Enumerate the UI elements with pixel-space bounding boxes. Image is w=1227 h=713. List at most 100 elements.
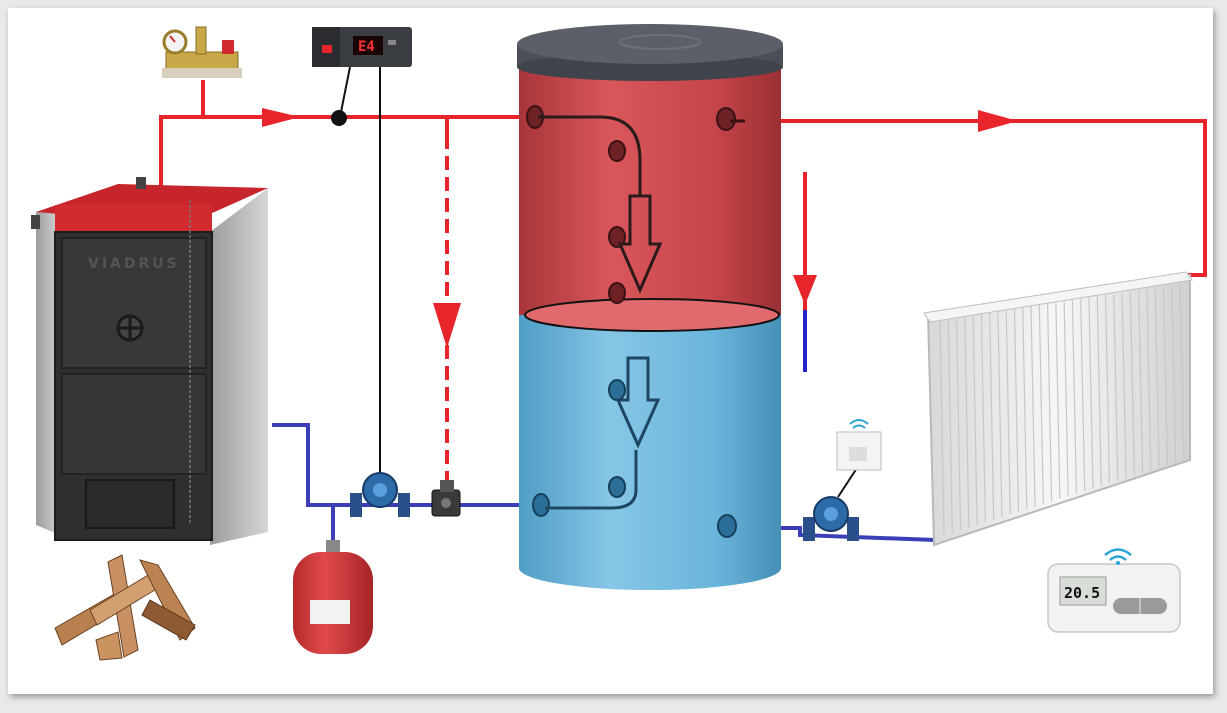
pump-flange-left (803, 517, 815, 541)
receiver-wire (837, 467, 858, 498)
tank-port (608, 226, 626, 248)
buffer-tank (517, 24, 783, 590)
wifi-icon (849, 419, 869, 429)
thermostat-display-value: 20.5 (1064, 584, 1100, 602)
radiator-fin (1080, 298, 1086, 492)
tank-port (608, 140, 626, 162)
controller-wires (339, 66, 381, 478)
safety-group (162, 26, 242, 78)
flow-arrows (262, 108, 1018, 348)
radiator-fin (1005, 310, 1011, 515)
radiator-fin (1038, 305, 1044, 504)
tank-hot-zone (519, 62, 781, 315)
flow-arrow-icon (433, 303, 461, 348)
controller-display-value: E4 (358, 39, 375, 55)
radiator-fin (1129, 291, 1135, 476)
boiler-thermometer (136, 177, 146, 189)
boiler-brand: VIADRUS (88, 256, 180, 272)
pump-flange-left (350, 493, 362, 517)
flow-arrow-icon (262, 108, 300, 127)
radiator-supply-pipe (730, 119, 1207, 277)
radiator-fin (1063, 301, 1069, 497)
radiator-fin (980, 313, 986, 523)
radiator-fin (947, 318, 953, 533)
tank-port (608, 282, 626, 304)
wifi-icon (1104, 548, 1132, 561)
temperature-controller: E4 (312, 27, 412, 67)
boiler-circulation-pump (350, 472, 410, 517)
boiler-lower-door (61, 373, 207, 475)
internal-hot-down-arrow-icon (617, 194, 663, 294)
air-vent-icon (195, 26, 207, 55)
boiler-ash-door (85, 479, 175, 529)
radiator-fin (1113, 293, 1119, 481)
radiator-fin (939, 319, 945, 536)
boiler-supply-pipe (159, 115, 535, 186)
radiator-circulation-pump (803, 496, 859, 541)
boiler-right-side (210, 188, 268, 545)
controller-switch (322, 45, 332, 53)
expansion-tank-label (310, 600, 350, 624)
flow-arrow-icon (978, 110, 1018, 132)
radiator-fin (955, 317, 962, 530)
boiler-damper-spokes (118, 316, 142, 340)
tank-port-cold-out (532, 493, 550, 517)
radiator-fin (1104, 295, 1111, 484)
radiator-fin (1088, 297, 1094, 489)
thermostat-screen (1059, 576, 1107, 606)
supply-pipes (159, 80, 1207, 277)
controller-display (353, 36, 383, 55)
three-way-valve-icon (431, 480, 461, 517)
radiator-fin (1030, 306, 1036, 507)
expansion-tank-connector (326, 540, 340, 552)
solid-fuel-boiler: VIADRUS (31, 177, 268, 545)
radiator-fin (1171, 285, 1177, 463)
flow-arrow-icon (793, 275, 817, 305)
radiator-fin (1046, 303, 1053, 502)
radiator-fin (1154, 287, 1160, 468)
panel-radiator (923, 271, 1193, 547)
tank-port-cold-in (717, 514, 737, 538)
tank-lid-ring (619, 34, 701, 50)
wireless-receiver (836, 419, 882, 471)
internal-cold-down-arrow-icon (615, 356, 661, 449)
radiator-fin (1013, 308, 1020, 512)
radiator-fin (1138, 290, 1144, 473)
internal-flow-hot (538, 115, 642, 196)
radiator-fin (1121, 292, 1127, 479)
safety-group-body (165, 51, 239, 71)
radiator-fin (1071, 300, 1078, 494)
sensor-wire (339, 66, 351, 118)
controller-button (388, 40, 396, 45)
safety-valve-icon (222, 40, 234, 54)
safety-group-base (162, 68, 242, 78)
temperature-sensor-node (331, 110, 347, 126)
tank-ports (526, 105, 736, 304)
boiler-return-pipe (272, 423, 545, 507)
radiator-fin (972, 315, 978, 525)
radiator-top-edge (923, 271, 1193, 323)
radiator-fin (1179, 283, 1185, 461)
room-thermostat: 20.5 (1047, 548, 1181, 633)
radiator-fin (997, 311, 1003, 517)
boiler-top-front (55, 205, 212, 233)
fire-wood-icon (54, 554, 196, 661)
expansion-tank (293, 540, 373, 654)
tank-port (608, 379, 626, 401)
radiator-fin (1146, 288, 1152, 471)
tank-lid-top (517, 24, 783, 64)
pump-flange-right (398, 493, 410, 517)
tank-bottom (519, 546, 781, 590)
radiator-fin (1022, 307, 1028, 510)
boiler-handle (31, 215, 40, 229)
internal-flow-cold (545, 450, 638, 510)
boiler-upper-door (61, 237, 207, 369)
radiator-fins (939, 283, 1185, 536)
tank-port-hot-out (716, 107, 736, 131)
radiator-fin (964, 316, 970, 528)
tank-port (608, 476, 626, 498)
pump-flange-right (847, 517, 859, 541)
radiator-fin (1162, 286, 1169, 466)
tank-interface-surface (524, 298, 780, 332)
